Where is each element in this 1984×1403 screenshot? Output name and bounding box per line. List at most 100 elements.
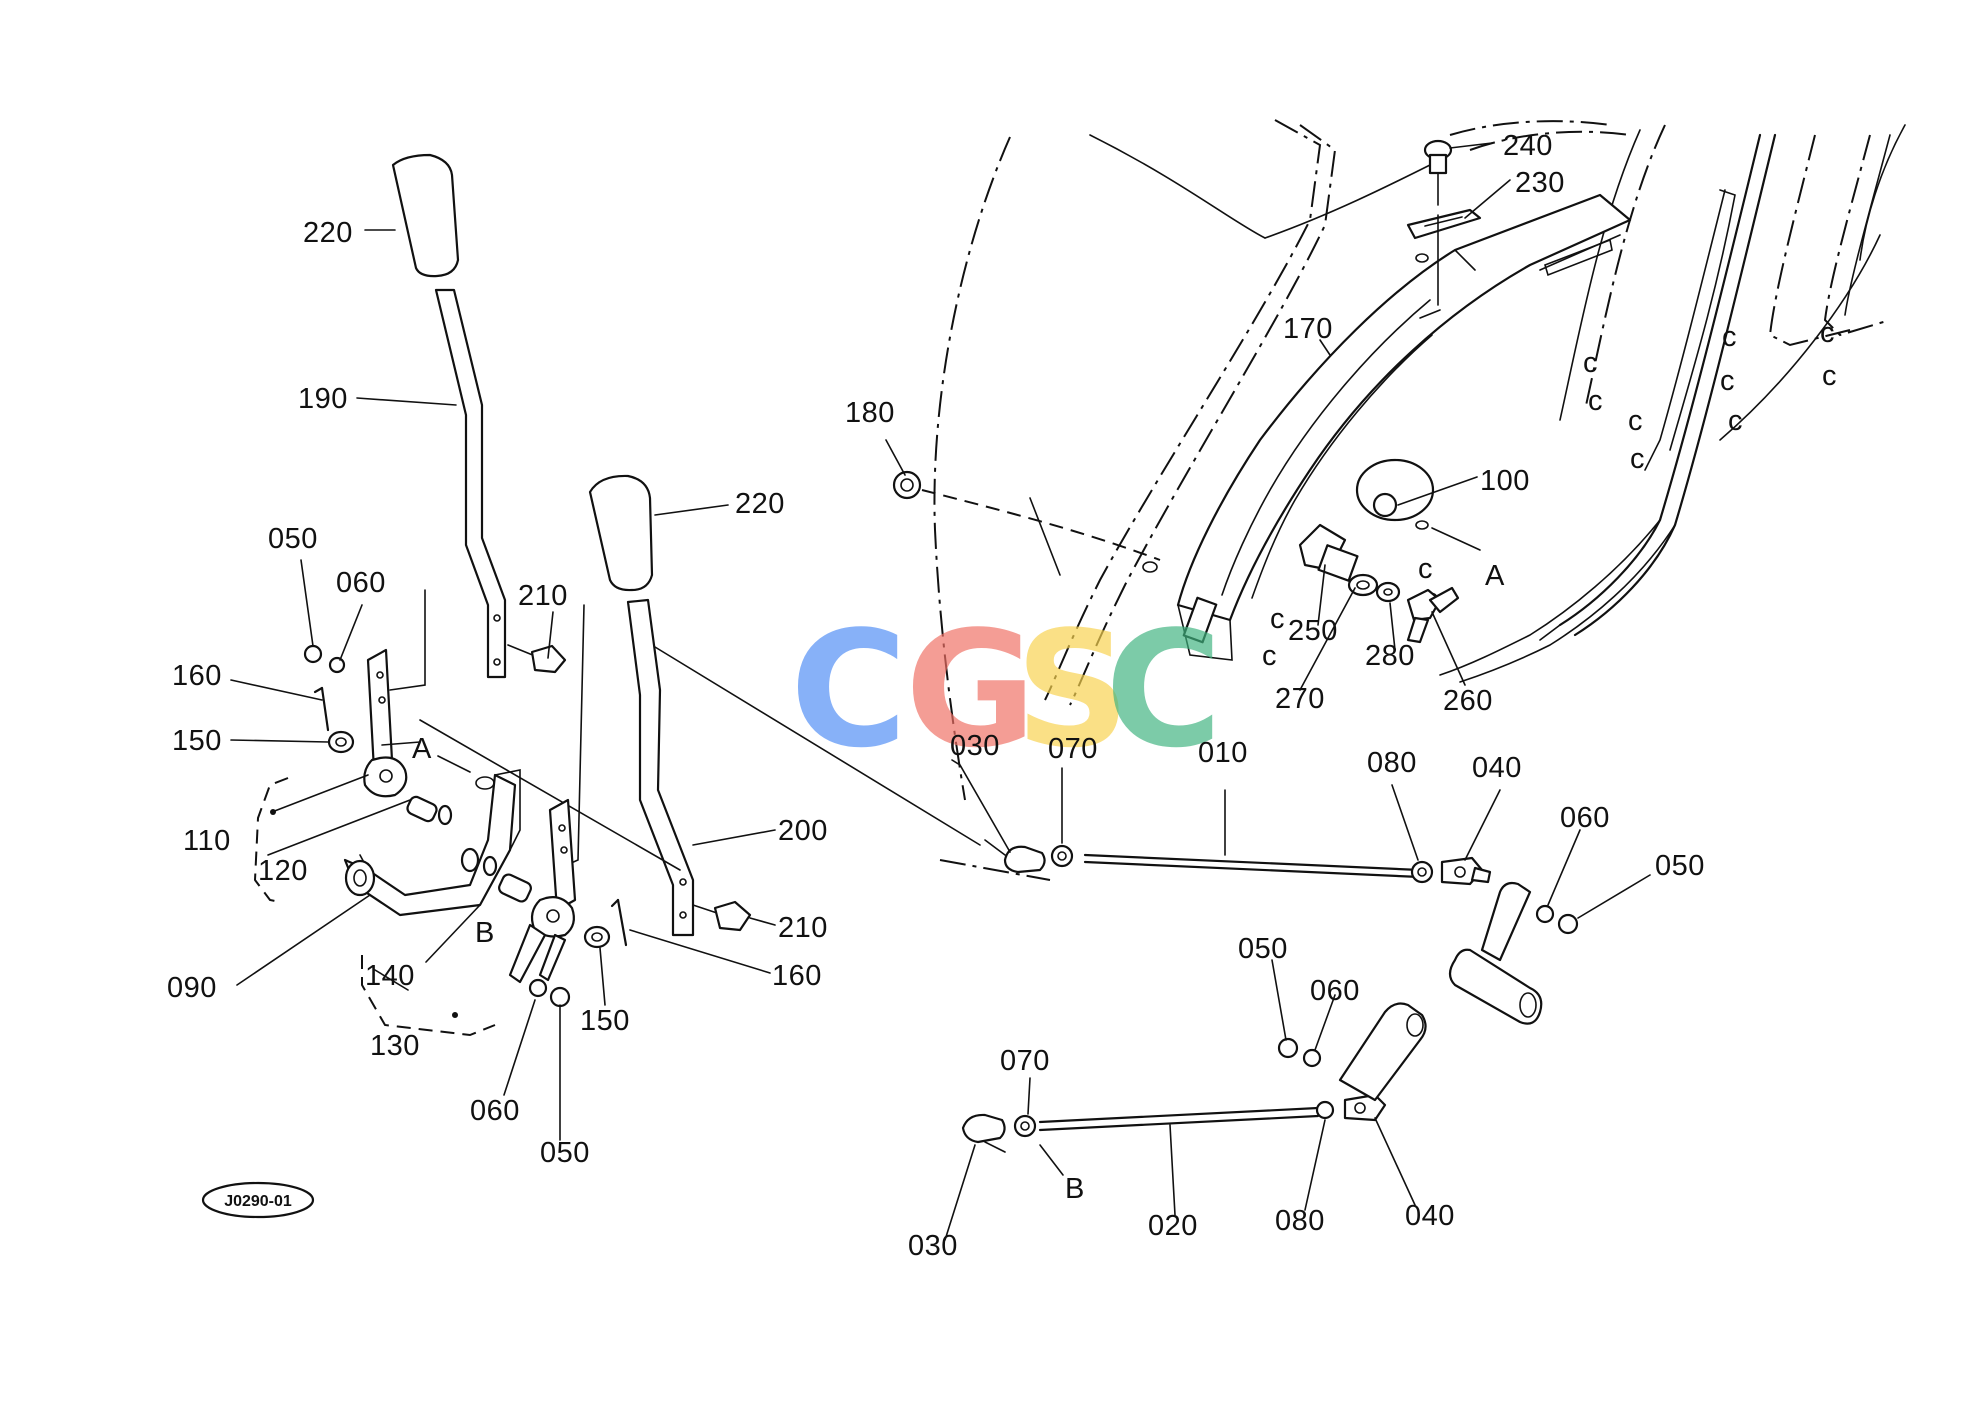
rod-020 [1038, 1106, 1320, 1132]
knob-220-lower [588, 474, 654, 592]
label-220-upper: 220 [303, 217, 353, 249]
svg-text:c: c [1820, 317, 1835, 349]
label-050-right-upper: 050 [1655, 850, 1705, 882]
svg-text:c: c [1628, 405, 1643, 437]
knob-250 [1298, 523, 1359, 582]
bolt-210-lower [692, 900, 752, 932]
callout-labels: 220 220 190 050 060 210 160 150 110 120 … [167, 130, 1705, 1262]
washer-060-right-lower [1302, 1048, 1322, 1068]
label-170: 170 [1283, 313, 1333, 345]
nut-080-upper [1410, 860, 1434, 884]
label-200: 200 [778, 815, 828, 847]
label-190: 190 [298, 383, 348, 415]
label-140: 140 [365, 960, 415, 992]
label-230: 230 [1515, 167, 1565, 199]
label-030-lower: 030 [908, 1230, 958, 1262]
clamp-230 [1406, 208, 1482, 306]
label-110: 110 [183, 825, 231, 857]
washer-150-lower [583, 925, 611, 949]
washer-270 [1347, 573, 1379, 597]
connector-190 [389, 589, 426, 691]
label-130: 130 [370, 1030, 420, 1062]
rod-end-030-upper [984, 839, 1046, 874]
label-ref-b-right: B [1065, 1173, 1085, 1205]
svg-text:c: c [1583, 347, 1598, 379]
nut-050-left-upper [303, 644, 323, 664]
label-ref-b-left: B [475, 917, 495, 949]
label-270: 270 [1275, 683, 1325, 715]
bushing-140 [460, 847, 532, 903]
washer-060-left-upper [328, 656, 346, 674]
watermark: C G S C [790, 596, 1222, 783]
label-040-upper: 040 [1472, 752, 1522, 784]
label-010: 010 [1198, 737, 1248, 769]
svg-text:c: c [1722, 321, 1737, 353]
connector-200-010 [654, 646, 981, 846]
label-220-lower: 220 [735, 488, 785, 520]
label-040-lower: 040 [1405, 1200, 1455, 1232]
watermark-letter-s: S [1015, 596, 1130, 783]
rod-end-030-lower [961, 1113, 1006, 1153]
bushing-120 [406, 795, 453, 826]
label-030-upper: 030 [950, 730, 1000, 762]
svg-text:c: c [1728, 405, 1743, 437]
label-ref-a-right: A [1485, 560, 1505, 592]
label-090: 090 [167, 972, 217, 1004]
knob-220-upper [391, 153, 460, 278]
label-260: 260 [1443, 685, 1493, 717]
svg-text:c: c [1720, 365, 1735, 397]
dashed-path-180 [921, 489, 1161, 561]
svg-text:c: c [1262, 640, 1277, 672]
label-210-lower: 210 [778, 912, 828, 944]
pivot-bracket-110 [363, 648, 421, 798]
bracket-130-group [361, 955, 496, 1037]
bracket-110-group [253, 777, 289, 903]
drawing-code-badge: J0290-01 [201, 1181, 315, 1219]
svg-text:c: c [1270, 603, 1285, 635]
washer-280 [1375, 581, 1401, 603]
label-280: 280 [1365, 640, 1415, 672]
lever-200 [626, 598, 695, 937]
label-100: 100 [1480, 465, 1530, 497]
drawing-code: J0290-01 [224, 1193, 292, 1210]
watermark-letter-c1: C [790, 596, 907, 783]
label-050-right-lower: 050 [1238, 933, 1288, 965]
nut-070-lower [1013, 1114, 1037, 1138]
label-070-upper: 070 [1048, 733, 1098, 765]
pin-160-upper [313, 686, 330, 732]
label-080-upper: 080 [1367, 747, 1417, 779]
nut-050-left-lower [549, 986, 571, 1008]
label-250: 250 [1288, 615, 1338, 647]
bolt-240 [1423, 139, 1453, 206]
label-020: 020 [1148, 1210, 1198, 1242]
label-210-upper: 210 [518, 580, 568, 612]
nut-080-lower [1315, 1100, 1335, 1120]
label-180: 180 [845, 397, 895, 429]
label-070-lower: 070 [1000, 1045, 1050, 1077]
pin-160-lower [610, 898, 628, 947]
svg-text:c: c [1418, 553, 1433, 585]
hole-180 [1142, 561, 1158, 573]
nut-050-right-upper [1557, 913, 1579, 935]
washer-060-right-upper [1535, 904, 1555, 924]
label-050-left-upper: 050 [268, 523, 318, 555]
label-120: 120 [258, 855, 308, 887]
washer-060-left-lower [528, 978, 548, 998]
leader-lines [230, 142, 1651, 1241]
guide-plate-170 [1176, 193, 1632, 661]
label-240: 240 [1503, 130, 1553, 162]
clevis-040-lower [1343, 1093, 1387, 1122]
bracket-090 [343, 769, 521, 917]
label-150-lower: 150 [580, 1005, 630, 1037]
dot-130 [452, 1012, 458, 1018]
label-ref-a-left: A [412, 733, 432, 765]
clevis-040-upper [1440, 856, 1492, 886]
bolt-210-upper [507, 644, 567, 674]
label-160-lower: 160 [772, 960, 822, 992]
label-080-lower: 080 [1275, 1205, 1325, 1237]
svg-text:c: c [1588, 385, 1603, 417]
pivot-bracket-130 [508, 798, 577, 984]
label-060-right-lower: 060 [1310, 975, 1360, 1007]
label-060-left-upper: 060 [336, 567, 386, 599]
